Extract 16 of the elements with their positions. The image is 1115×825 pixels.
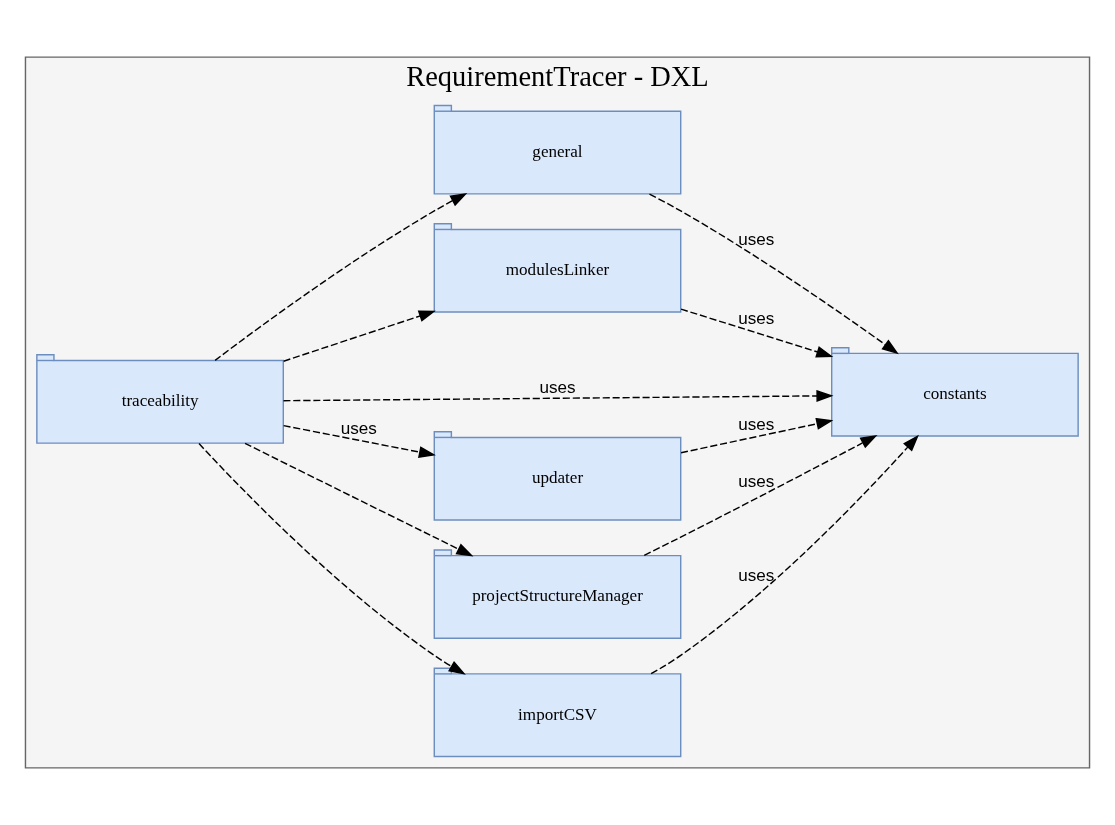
arrow (282, 310, 436, 362)
edge-label: uses (539, 377, 576, 397)
arrow (643, 435, 878, 557)
arrow (680, 418, 834, 454)
arrow (650, 434, 919, 675)
edge-label: uses (738, 309, 775, 329)
edge-label: uses (738, 229, 775, 249)
edge-label: uses (340, 419, 377, 439)
arrow (680, 308, 834, 358)
edge-label: uses (738, 471, 775, 491)
arrow (214, 192, 468, 362)
arrow (282, 389, 834, 402)
arrow (198, 442, 466, 675)
edge-label: uses (738, 414, 775, 434)
arrow (282, 424, 436, 458)
edge-label: uses (738, 565, 775, 585)
